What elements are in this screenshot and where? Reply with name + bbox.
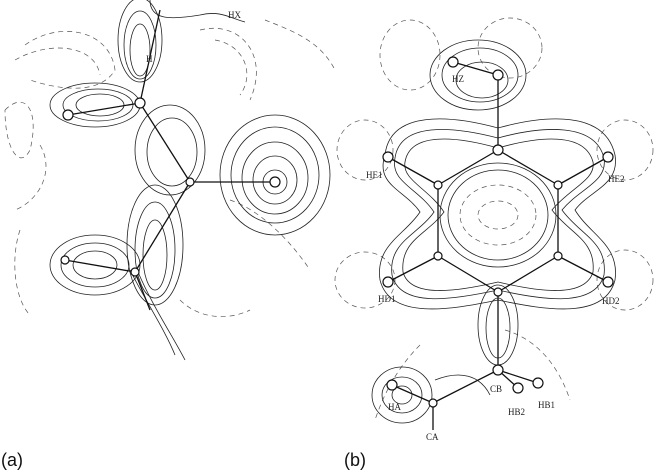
caption-a: (a) bbox=[1, 450, 23, 470]
atom-label-hz: HZ bbox=[452, 74, 464, 84]
atom-label-ca: CA bbox=[426, 432, 439, 440]
atom-label-hd2: HD2 bbox=[602, 296, 620, 306]
caption-b: (b) bbox=[344, 450, 366, 470]
atom-label-hb2: HB2 bbox=[508, 407, 525, 417]
negative-contours-b bbox=[334, 17, 654, 421]
atoms-a bbox=[60, 97, 281, 277]
atom-label-cb: CB bbox=[490, 384, 502, 394]
contour-panel-b: HZ HE1 HE2 HD1 HD2 HB2 HB1 CA HA CB bbox=[330, 0, 657, 442]
positive-contours-b bbox=[371, 39, 616, 424]
bonds-a bbox=[64, 9, 275, 311]
atom-label-ha: HA bbox=[388, 402, 401, 412]
atom-label-hb1: HB1 bbox=[538, 400, 555, 410]
atom-label-he1: HE1 bbox=[366, 170, 383, 180]
bonds-b bbox=[387, 61, 609, 430]
negative-contours-a bbox=[4, 19, 336, 317]
atoms-b bbox=[382, 56, 614, 408]
atom-label-he2: HE2 bbox=[608, 174, 625, 184]
contour-panel-a: HX H bbox=[0, 0, 340, 440]
panel-a-svg: HX H bbox=[4, 0, 336, 361]
atom-label-h: H bbox=[146, 54, 153, 64]
positive-contours-a bbox=[49, 0, 331, 361]
atom-label-hd1: HD1 bbox=[378, 294, 396, 304]
atom-label-hx: HX bbox=[228, 10, 241, 20]
panel-b-svg: HZ HE1 HE2 HD1 HD2 HB2 HB1 CA HA CB bbox=[334, 17, 654, 442]
